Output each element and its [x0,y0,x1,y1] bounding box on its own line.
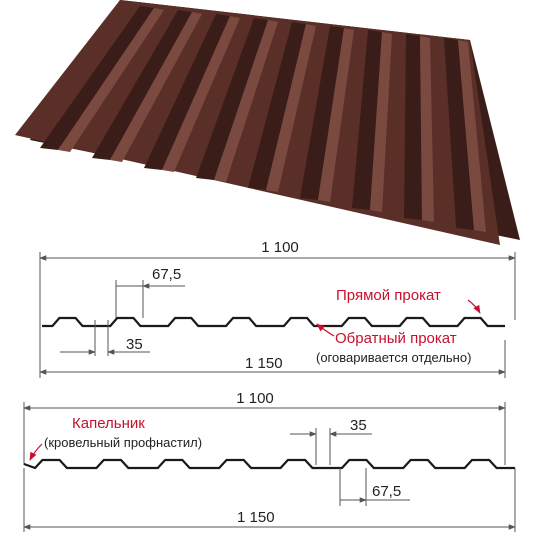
sheet-rib-highlight [162,16,240,172]
bottom-profile-drawing: 1 100 Капельник (кровельный профнастил) … [23,390,516,532]
sheet-rib-shadow [92,10,192,160]
sheet-rib-shadow [40,6,154,150]
bottom-full-width-label: 1 150 [237,509,275,526]
top-profile-drawing: 1 100 67,5 35 Прямой прокат Обратный про… [39,239,516,378]
reverse-coating-note: (оговаривается отдельно) [316,350,471,365]
sheet-rib-shadow [300,26,344,200]
sheet-rib-shadow [144,14,230,170]
sheet-rib-highlight [214,20,278,182]
top-rib-height-label: 35 [126,336,143,353]
sheet-rib-highlight [110,12,202,162]
bottom-rib-width-label: 67,5 [372,483,401,500]
top-rib-width-label: 67,5 [152,266,181,283]
sheet-rib-highlight [58,8,164,152]
bottom-overall-width-label: 1 100 [236,390,274,407]
bottom-profile-line [23,458,515,470]
sheet-rib-highlight [318,28,354,202]
reverse-coating-label: Обратный прокат [335,330,457,347]
sheet-rib-shadow [444,38,474,230]
sheet-rib-highlight [370,32,392,212]
corrugated-sheet-image [15,0,520,245]
sheet-rib-shadow [404,34,422,220]
sheet-rib-highlight [266,24,316,192]
sheet-rib-shadow [248,22,306,190]
front-coating-label: Прямой прокат [336,287,441,304]
sheet-rib-shadow [352,30,382,210]
drip-edge-note: (кровельный профнастил) [44,435,202,450]
top-profile-line [42,316,505,328]
sheet-rib-highlight [458,40,486,232]
top-overall-width-label: 1 100 [261,239,299,256]
sheet-rib-highlight [420,36,434,222]
top-full-width-label: 1 150 [245,355,283,372]
bottom-rib-height-label: 35 [350,417,367,434]
drip-edge-label: Капельник [72,415,145,432]
sheet-rib-shadow [196,18,268,180]
